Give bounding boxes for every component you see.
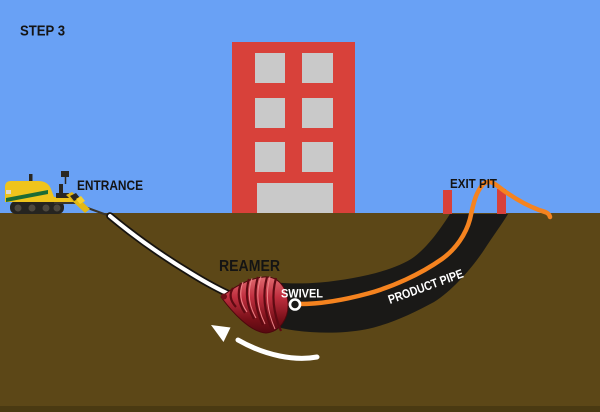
drill-rod-core (108, 214, 233, 297)
building-window (255, 98, 285, 128)
rig-logo-patch (6, 190, 11, 194)
entrance-label: ENTRANCE (77, 177, 143, 193)
building-window (255, 53, 285, 83)
rig-track-wheel (28, 204, 36, 212)
building-door (257, 183, 333, 213)
rig-track-wheel (14, 204, 22, 212)
swivel-ring (288, 298, 302, 311)
step-label: STEP 3 (20, 23, 65, 40)
product-pipe (293, 179, 553, 307)
reamer-rib (263, 276, 274, 331)
building-window (302, 98, 333, 128)
rig-track-wheel (42, 204, 50, 212)
building-window (302, 142, 333, 172)
arrow-shaft (235, 337, 320, 361)
reamer-rib (237, 282, 246, 314)
pull-direction-arrow (211, 325, 320, 361)
building-window (302, 53, 333, 83)
rig-seat-base (56, 193, 69, 198)
reamer-rib-highlight (257, 276, 266, 325)
exit-pit-label: EXIT PIT (450, 176, 497, 191)
reamer-rib-highlight (240, 281, 248, 313)
reamer-tool (220, 276, 289, 334)
drill-rig (5, 171, 90, 214)
reamer-rib (254, 276, 264, 326)
reamer-apex (221, 293, 227, 300)
rig-track-wheel (53, 204, 61, 212)
rig-exhaust-stack (29, 174, 33, 183)
reamer-label: REAMER (219, 258, 280, 275)
reamer-rib (245, 278, 255, 320)
reamer-rib-highlight (266, 276, 276, 330)
reamer-rib-highlight (248, 278, 257, 319)
rig-seat-back (59, 184, 63, 196)
rig-tracks (10, 201, 64, 214)
reamer-rib (229, 287, 237, 308)
rig-green-stripe (6, 190, 48, 202)
building-window (255, 142, 285, 172)
building (232, 42, 355, 215)
exit-pit-stake-right (497, 189, 506, 214)
rig-mirror (61, 171, 69, 177)
reamer-rib (272, 277, 283, 332)
arrow-head (211, 325, 231, 342)
ground-bottom-edge (0, 406, 600, 412)
rig-carriage (76, 196, 85, 204)
exit-pit-stake-left (443, 190, 452, 214)
swivel-label: SWIVEL (281, 287, 323, 301)
